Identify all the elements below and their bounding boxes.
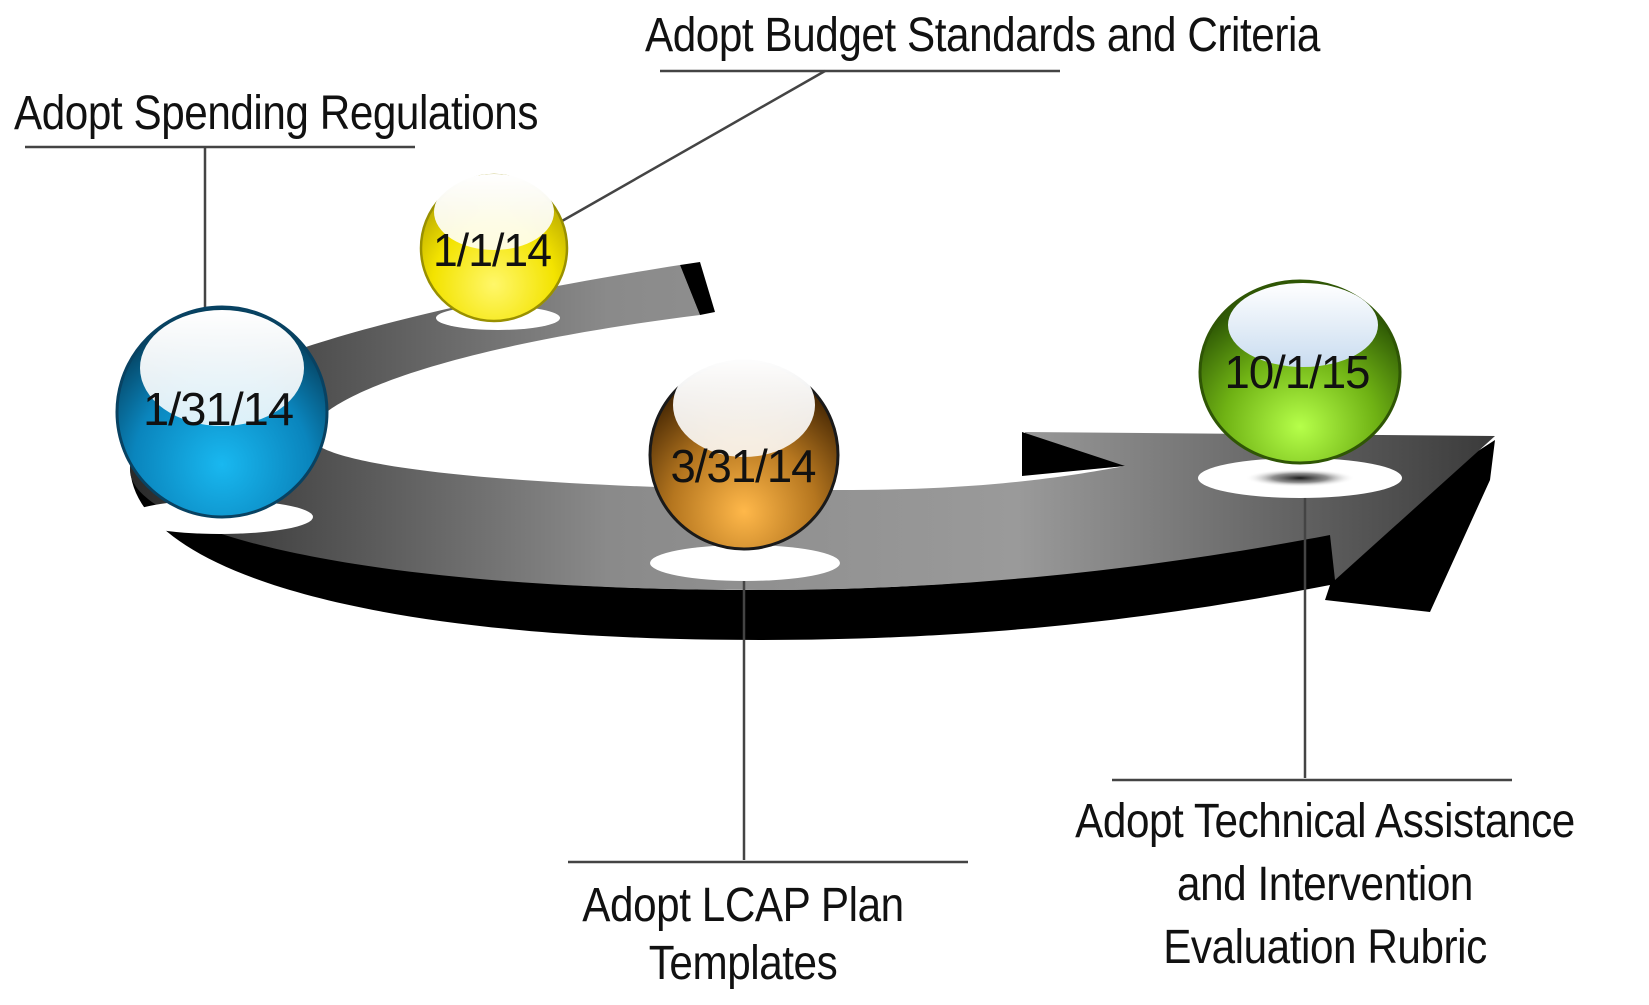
- date-spending: 1/31/14: [143, 383, 293, 435]
- label-rubric: Adopt Technical Assistance and Intervent…: [1052, 790, 1598, 979]
- milestone-sphere-budget[interactable]: 1/1/14: [419, 173, 569, 323]
- label-lcap: Adopt LCAP Plan Templates: [536, 877, 950, 993]
- milestone-sphere-spending[interactable]: 1/31/14: [115, 305, 329, 519]
- base-shadow-rubric: [1245, 469, 1355, 487]
- arrow-side: [130, 440, 1495, 640]
- label-lcap-line-2: Templates: [648, 937, 838, 990]
- milestone-sphere-lcap[interactable]: 3/31/14: [648, 353, 840, 551]
- date-lcap: 3/31/14: [671, 440, 816, 492]
- milestone-sphere-rubric[interactable]: 10/1/15: [1198, 279, 1402, 465]
- base-disc-lcap: [650, 545, 840, 581]
- label-lcap-line-1: Adopt LCAP Plan: [582, 879, 904, 932]
- arrow-top: [130, 265, 1495, 590]
- arrow-notch: [1022, 432, 1125, 476]
- date-budget: 1/1/14: [433, 224, 551, 276]
- leader-budget: [554, 69, 826, 227]
- date-rubric: 10/1/15: [1225, 346, 1370, 398]
- arrow-tail: [680, 262, 715, 315]
- label-rubric-line-2: and Intervention: [1177, 858, 1473, 911]
- label-spending: Adopt Spending Regulations: [14, 87, 539, 140]
- label-budget: Adopt Budget Standards and Criteria: [645, 9, 1320, 62]
- label-rubric-line-1: Adopt Technical Assistance: [1075, 795, 1575, 848]
- label-rubric-line-3: Evaluation Rubric: [1163, 921, 1487, 974]
